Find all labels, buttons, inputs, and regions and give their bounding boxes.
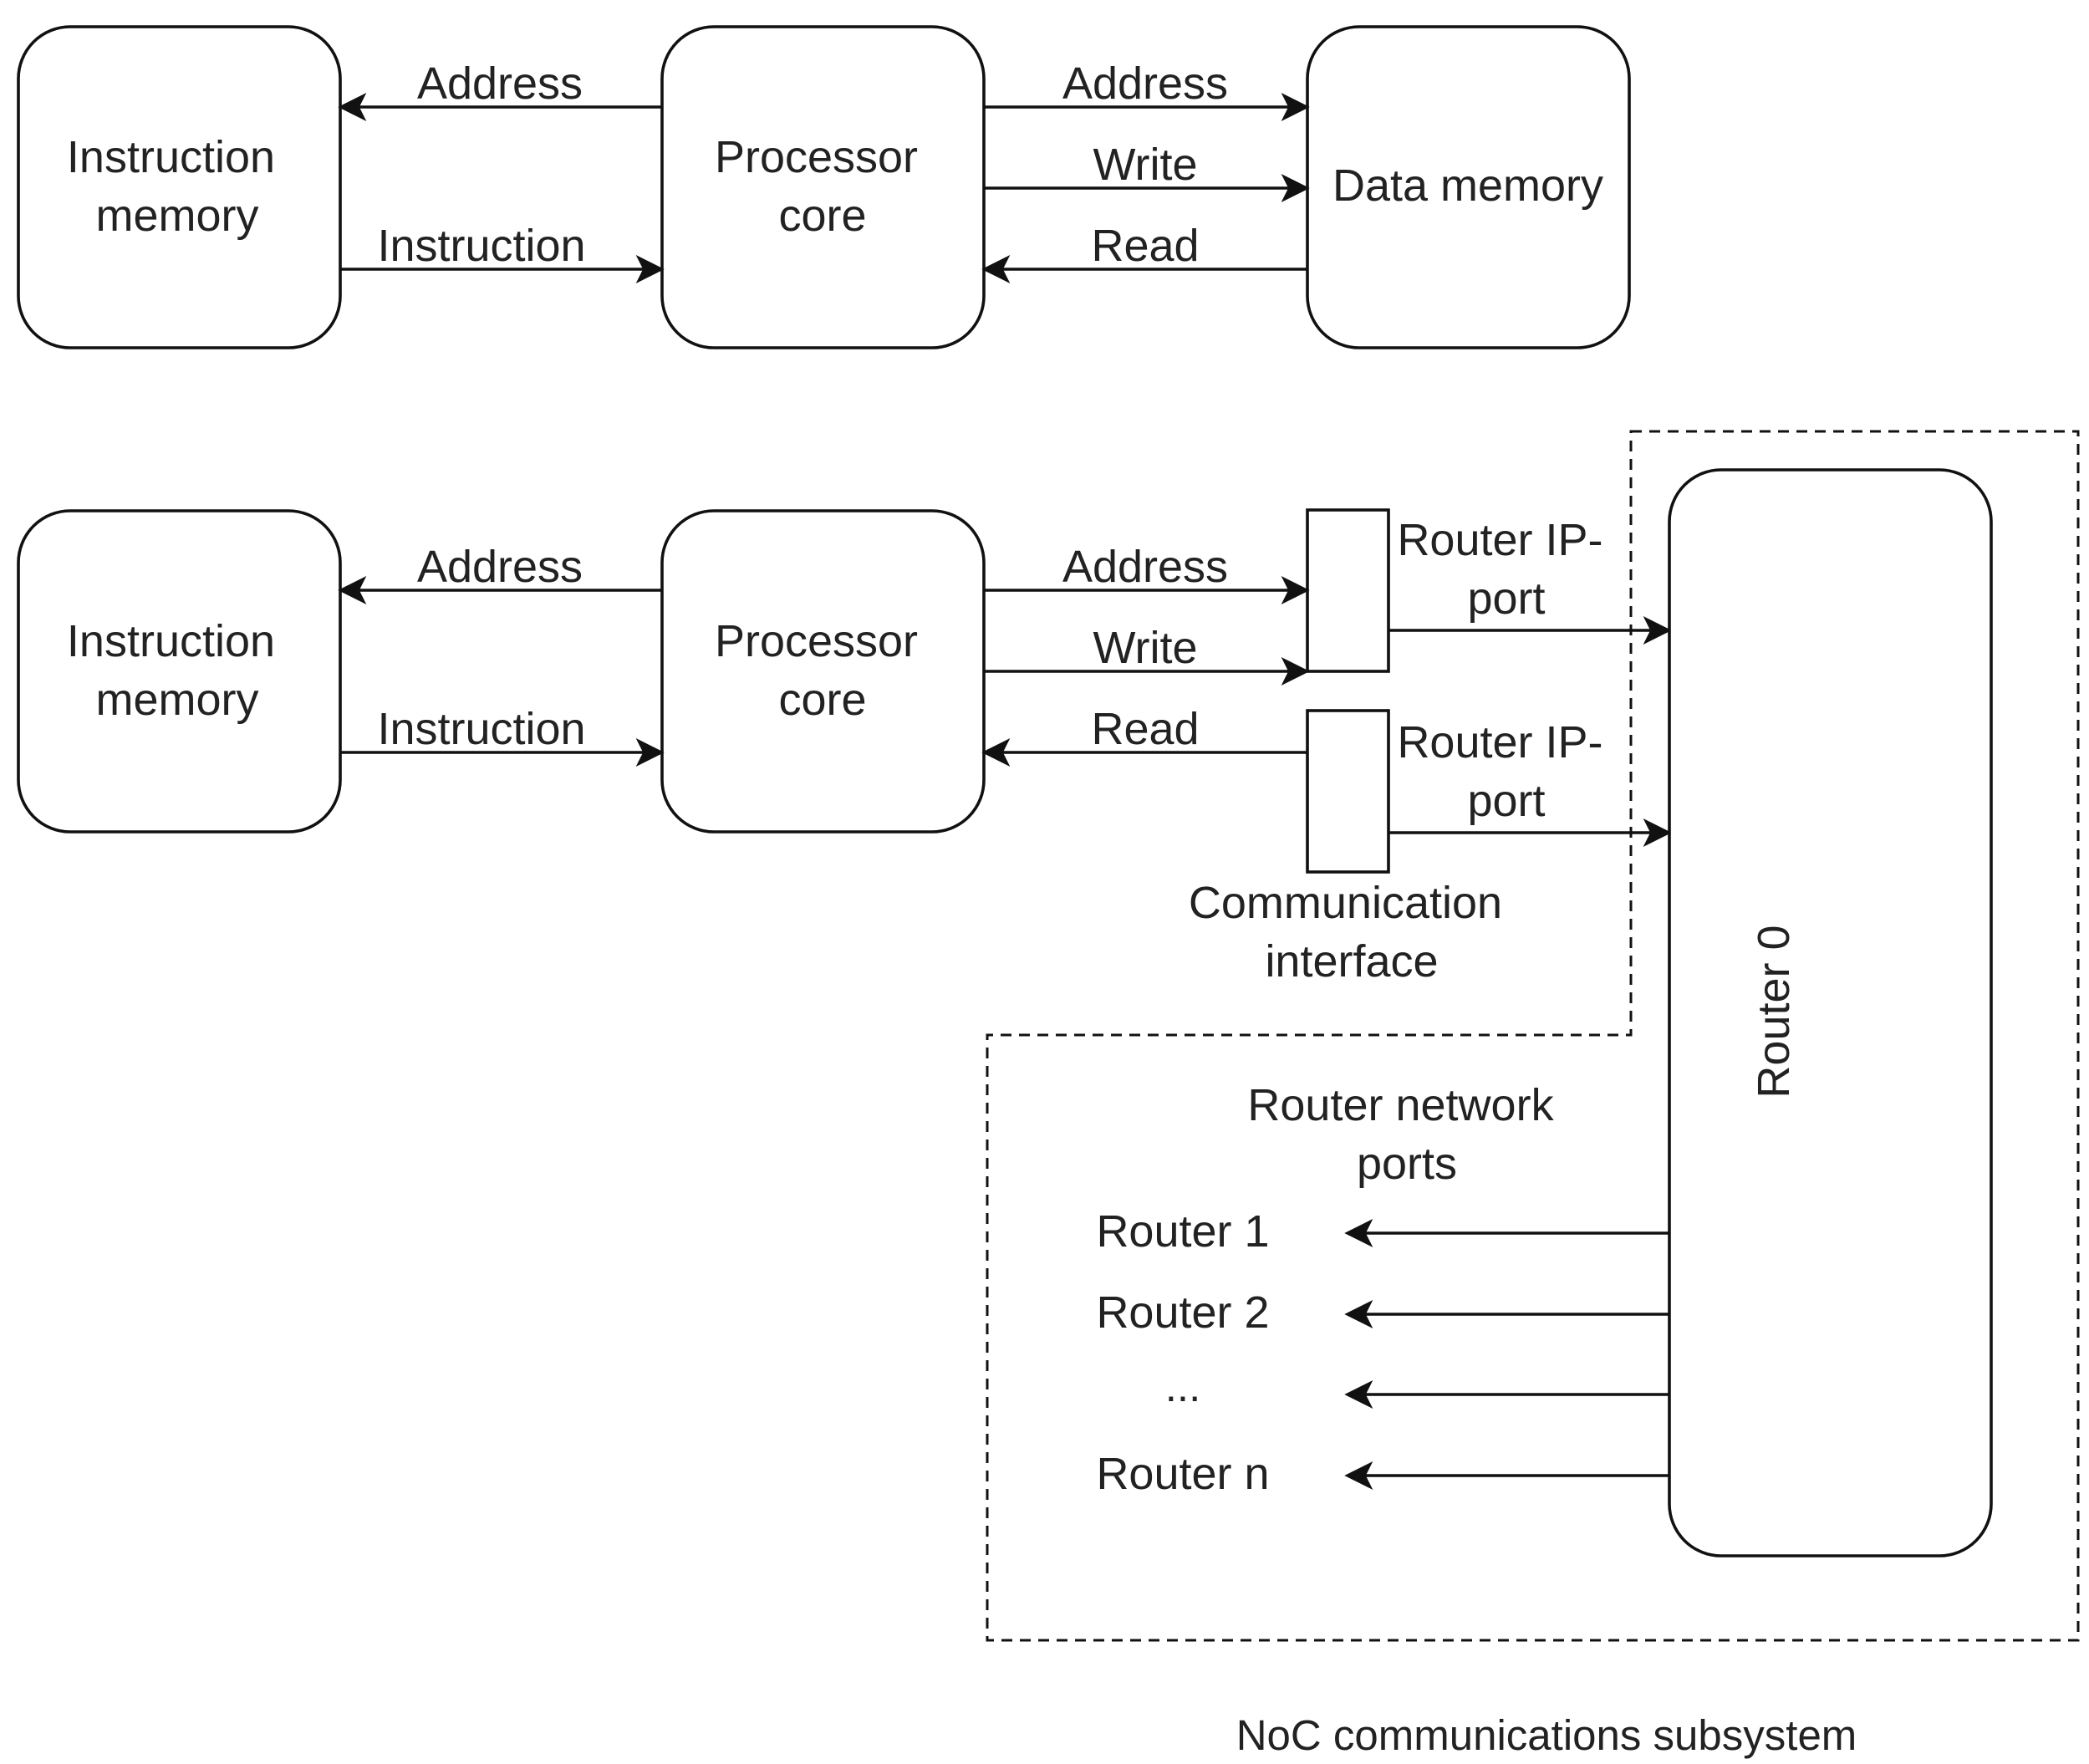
network-port-label-n: Router n bbox=[1096, 1449, 1269, 1499]
label-line: Router IP- bbox=[1397, 717, 1602, 767]
label-line: ports bbox=[1357, 1139, 1457, 1189]
router-network-ports-label: Router network ports bbox=[1247, 1080, 1566, 1189]
top-system: Instruction memory Processor core Data m… bbox=[17, 25, 1631, 349]
instruction-memory-label-top: Instruction memory bbox=[67, 132, 288, 241]
label-line: Instruction bbox=[67, 616, 275, 666]
address-label-bottom-left: Address bbox=[417, 542, 583, 592]
network-port-label-1: Router 1 bbox=[1096, 1206, 1269, 1257]
label-line: Processor bbox=[715, 132, 918, 182]
label-line: Instruction bbox=[67, 132, 275, 182]
label-line: Router network bbox=[1247, 1080, 1554, 1130]
write-label-top: Write bbox=[1093, 140, 1197, 190]
processor-core-label-top: Processor core bbox=[715, 132, 930, 241]
router-ip-port-label-2: Router IP- port bbox=[1397, 717, 1615, 826]
network-port-label-ellipsis: ... bbox=[1165, 1363, 1201, 1410]
instruction-label-bottom: Instruction bbox=[377, 704, 585, 754]
router-0-block bbox=[1668, 468, 1993, 1558]
instruction-label-top: Instruction bbox=[377, 221, 585, 271]
address-label-bottom-right: Address bbox=[1062, 542, 1228, 592]
label-line: Processor bbox=[715, 616, 918, 666]
comm-interface-label: Communication interface bbox=[1189, 878, 1515, 987]
comm-interface-port-in bbox=[1306, 709, 1390, 874]
comm-interface-port-out bbox=[1306, 508, 1390, 673]
noc-subsystem-boundary bbox=[986, 430, 2080, 1642]
read-label-bottom: Read bbox=[1091, 704, 1199, 754]
instruction-memory-block-bottom bbox=[17, 509, 342, 834]
instruction-memory-label-bottom: Instruction memory bbox=[67, 616, 288, 725]
label-line: memory bbox=[95, 191, 258, 241]
bottom-system: Instruction memory Processor core Addres… bbox=[17, 430, 2080, 1759]
label-line: port bbox=[1467, 574, 1545, 624]
data-memory-label: Data memory bbox=[1332, 161, 1603, 211]
label-line: port bbox=[1467, 776, 1545, 826]
label-line: memory bbox=[95, 675, 258, 725]
processor-core-block-bottom bbox=[660, 509, 986, 834]
read-label-top: Read bbox=[1091, 221, 1199, 271]
network-port-label-2: Router 2 bbox=[1096, 1287, 1269, 1338]
processor-core-label-bottom: Processor core bbox=[715, 616, 930, 725]
address-label-top-left: Address bbox=[417, 59, 583, 109]
write-label-bottom: Write bbox=[1093, 623, 1197, 673]
label-line: core bbox=[778, 191, 866, 241]
router-ip-port-label-1: Router IP- port bbox=[1397, 515, 1615, 624]
noc-subsystem-caption: NoC communications subsystem bbox=[1236, 1711, 1857, 1759]
instruction-memory-block-top bbox=[17, 25, 342, 349]
label-line: core bbox=[778, 675, 866, 725]
processor-core-block-top bbox=[660, 25, 986, 349]
label-line: Communication bbox=[1189, 878, 1502, 928]
router-0-label: Router 0 bbox=[1749, 925, 1799, 1098]
label-line: Router IP- bbox=[1397, 515, 1602, 565]
address-label-top-right: Address bbox=[1062, 59, 1228, 109]
label-line: interface bbox=[1265, 936, 1438, 987]
